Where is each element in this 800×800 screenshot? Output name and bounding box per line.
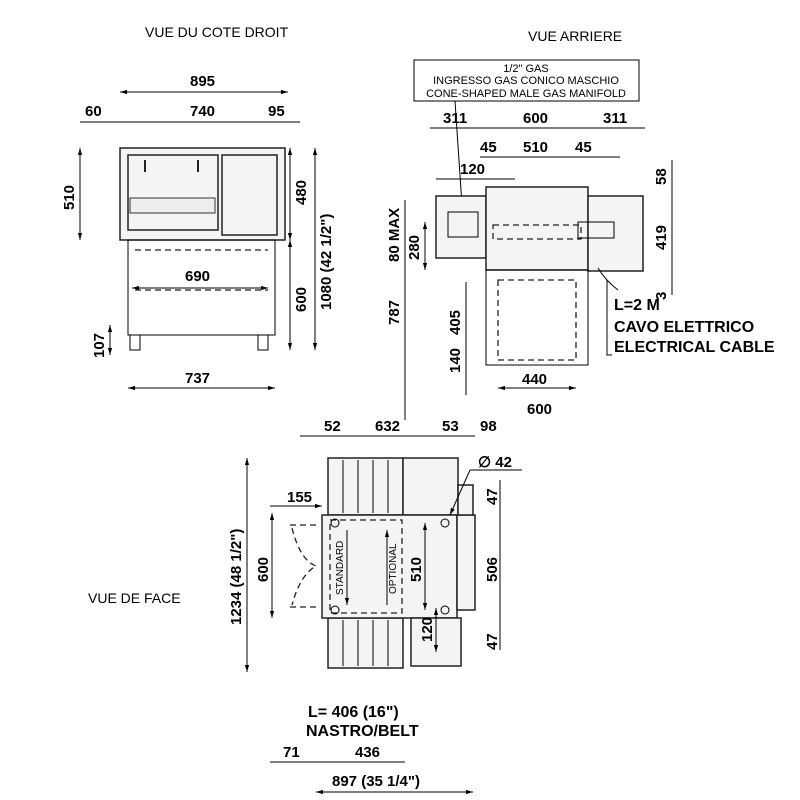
- dim-label: 120: [419, 617, 436, 642]
- front-view: VUE DE FACE STANDARD OPTIONAL 52 632 53 …: [88, 418, 522, 795]
- gas-note-line: CONE-SHAPED MALE GAS MANIFOLD: [426, 88, 626, 100]
- dim-label: 510: [408, 557, 425, 582]
- belt-slats: [342, 460, 389, 666]
- door-swing: [290, 524, 318, 608]
- dim-label: 47: [484, 633, 501, 650]
- dim-label: 600: [527, 401, 552, 418]
- dim-label: 897 (35 1/4"): [332, 773, 420, 790]
- belt-note-line: NASTRO/BELT: [306, 723, 419, 740]
- cable-note-line: L=2 M: [614, 297, 660, 314]
- front-view-title: VUE DE FACE: [88, 590, 181, 606]
- gas-note-line: 1/2" GAS: [503, 63, 548, 75]
- standard-label: STANDARD: [335, 541, 346, 595]
- dim-label: 600: [255, 557, 272, 582]
- dim-label: 120: [460, 161, 485, 178]
- control-box: [221, 154, 278, 236]
- electrical-cable: [597, 267, 619, 291]
- box: [577, 221, 615, 239]
- dim-label: 98: [480, 418, 497, 435]
- gas-inlet-plate: [447, 211, 479, 238]
- rear-view: VUE ARRIERE 1/2" GAS INGRESSO GAS CONICO…: [386, 28, 775, 420]
- flue: [457, 484, 474, 516]
- mounting-hole: [330, 518, 340, 528]
- dim-label: 52: [324, 418, 341, 435]
- oven-chamber: [321, 514, 458, 619]
- belt-note-line: L= 406 (16"): [308, 704, 399, 721]
- dim-label: 690: [185, 268, 210, 285]
- dim-label: 95: [268, 103, 285, 120]
- cable-note-line: CAVO ELETTRICO: [614, 319, 754, 336]
- optional-label: OPTIONAL: [388, 543, 399, 594]
- side-view: VUE DU COTE DROIT 895 60 740 95 510 480 …: [61, 24, 335, 391]
- dim-label: 71: [283, 744, 300, 761]
- dim-label: 53: [442, 418, 459, 435]
- dim-label: 280: [406, 235, 423, 260]
- side-view-title: VUE DU COTE DROIT: [145, 24, 289, 40]
- dim-label: 600: [293, 287, 310, 312]
- dim-label: ∅ 42: [478, 454, 512, 471]
- dim-label: 107: [91, 333, 108, 358]
- conveyor: [129, 197, 216, 214]
- mounting-hole: [440, 605, 450, 615]
- dim-label: 510: [61, 185, 78, 210]
- dim-label: 80 MAX: [386, 208, 403, 262]
- stand: [127, 239, 276, 336]
- dim-label: 600: [523, 110, 548, 127]
- dim-label: 419: [653, 225, 670, 250]
- stand: [485, 269, 589, 366]
- dim-label: 3: [653, 292, 670, 300]
- oven-body: [485, 186, 589, 271]
- dim-label: 510: [523, 139, 548, 156]
- leader-line: [606, 280, 612, 356]
- belt-infeed: [327, 457, 404, 516]
- dim-label: 405: [447, 310, 464, 335]
- dim-label: 60: [85, 103, 102, 120]
- dim-label: 140: [447, 348, 464, 373]
- mounting-hole: [440, 518, 450, 528]
- control-side-box: [587, 195, 644, 272]
- control-unit: [402, 457, 459, 516]
- dim-label: 311: [603, 110, 627, 127]
- dim-label: 58: [653, 168, 670, 185]
- dim-label: 440: [522, 371, 547, 388]
- dim-label: 45: [575, 139, 592, 156]
- mounting-hole: [330, 605, 340, 615]
- dim-label: 1234 (48 1/2"): [228, 529, 245, 625]
- rear-view-title: VUE ARRIERE: [528, 28, 622, 44]
- dim-label: 311: [443, 110, 467, 127]
- dim-label: 480: [293, 180, 310, 205]
- dim-label: 506: [484, 557, 501, 582]
- gas-note-line: INGRESSO GAS CONICO MASCHIO: [433, 75, 619, 87]
- wheel: [129, 334, 141, 351]
- dim-label: 45: [480, 139, 497, 156]
- belt-outfeed: [327, 617, 404, 669]
- dim-label: 436: [355, 744, 380, 761]
- shelf-outline: [497, 279, 577, 361]
- belt-outline: [492, 224, 582, 240]
- wheel: [257, 334, 269, 351]
- dim-label: 737: [185, 370, 210, 387]
- cable-note-line: ELECTRICAL CABLE: [614, 339, 775, 356]
- dim-label: 787: [386, 300, 403, 325]
- gas-note-box: [413, 59, 640, 102]
- dim-label: 895: [190, 73, 215, 90]
- dim-label: 740: [190, 103, 215, 120]
- standard-belt-outline: [329, 519, 403, 614]
- dim-label: 632: [375, 418, 400, 435]
- dim-label: 1080 (42 1/2"): [318, 214, 335, 310]
- side-panel: [456, 514, 476, 611]
- dim-label: 47: [484, 488, 501, 505]
- dim-label: 155: [287, 489, 312, 506]
- leader-line: [449, 469, 471, 516]
- oven-chamber: [127, 154, 219, 231]
